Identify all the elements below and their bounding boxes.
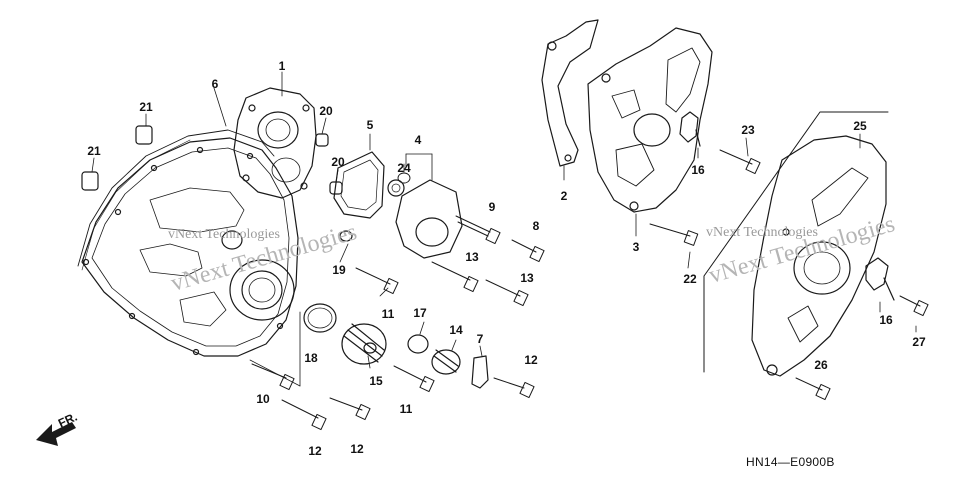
part-label-12b: 12: [308, 444, 322, 458]
o-ring-17: [407, 334, 429, 354]
part-label-11a: 11: [381, 307, 395, 321]
part-label-2: 2: [560, 189, 568, 203]
part-label-22: 22: [683, 272, 697, 286]
diagram-code: HN14—E0900B: [746, 455, 835, 469]
clamp-7: [471, 355, 489, 389]
part-label-20b: 20: [331, 155, 345, 169]
large-cover-25: [751, 135, 887, 377]
part-label-13a: 13: [465, 250, 479, 264]
part-label-13b: 13: [520, 271, 534, 285]
part-label-21b: 21: [87, 144, 101, 158]
part-label-16b: 16: [879, 313, 893, 327]
o-ring-18: [303, 303, 337, 333]
part-label-4: 4: [414, 133, 422, 147]
part-label-17: 17: [413, 306, 427, 320]
part-label-6: 6: [211, 77, 219, 91]
part-label-10: 10: [256, 392, 270, 406]
sprocket-cover-3: [587, 27, 713, 213]
part-label-27: 27: [912, 335, 926, 349]
part-label-20a: 20: [319, 104, 333, 118]
part-label-26: 26: [814, 358, 828, 372]
cover-gasket: [77, 129, 275, 267]
part-label-1: 1: [278, 59, 286, 73]
hose-clip-16b: [865, 257, 895, 301]
part-label-5: 5: [366, 118, 374, 132]
part-label-16a: 16: [691, 163, 705, 177]
pump-gasket: [333, 151, 385, 219]
hose-clip-16a: [679, 111, 701, 147]
part-label-21a: 21: [139, 100, 153, 114]
leader-lines: [91, 71, 483, 387]
bolts: [251, 215, 545, 431]
part-label-25: 25: [853, 119, 867, 133]
part-label-12a: 12: [524, 353, 538, 367]
part-label-15: 15: [369, 374, 383, 388]
part-label-23: 23: [741, 123, 755, 137]
water-pump-cover: [387, 179, 463, 259]
part-label-12c: 12: [350, 442, 364, 456]
left-crankcase-cover: [81, 137, 299, 357]
part-label-11b: 11: [399, 402, 413, 416]
cap-14: [431, 349, 461, 375]
part-label-14: 14: [449, 323, 463, 337]
part-label-19: 19: [332, 263, 346, 277]
plug-15: [341, 323, 387, 365]
part-label-18: 18: [304, 351, 318, 365]
part-label-24: 24: [397, 161, 411, 175]
part-label-8: 8: [532, 219, 540, 233]
pump-housing: [233, 87, 317, 199]
part-label-3: 3: [632, 240, 640, 254]
part-label-9: 9: [488, 200, 496, 214]
guard-plate-2: [541, 19, 599, 167]
front-arrow: [36, 422, 76, 446]
part-label-7: 7: [476, 332, 484, 346]
